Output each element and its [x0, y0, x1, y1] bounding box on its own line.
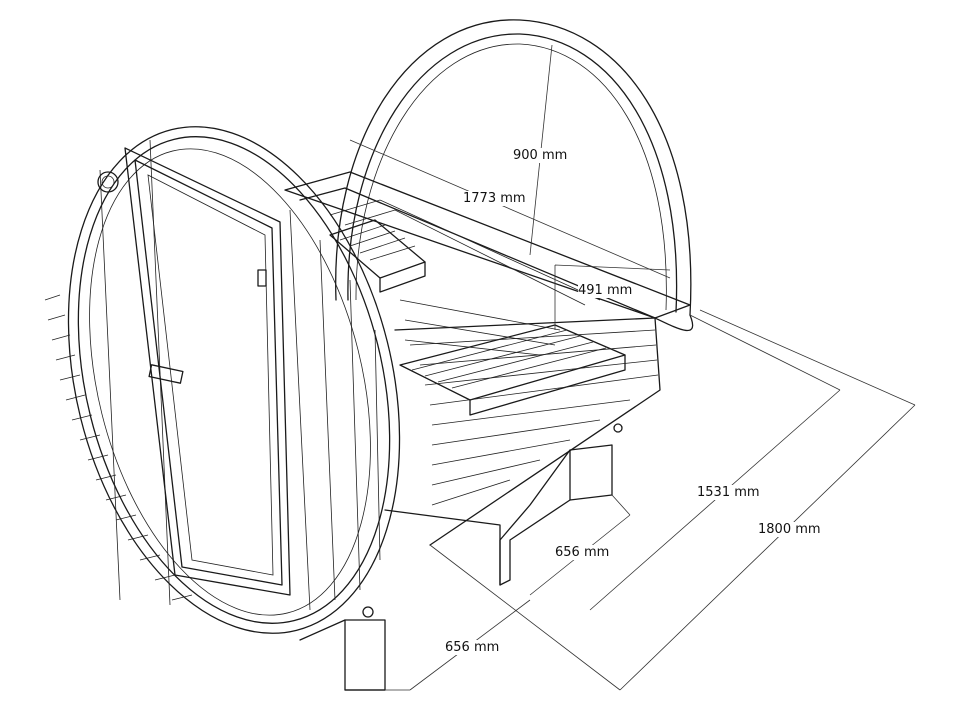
rear-arch	[335, 19, 692, 316]
dim-label-1531: 1531 mm	[697, 485, 760, 500]
dim-label-1800: 1800 mm	[758, 522, 821, 537]
sauna-body	[284, 171, 694, 546]
dim-label-656-front: 656 mm	[445, 640, 500, 655]
dim-label-491: 491 mm	[578, 283, 633, 298]
dimension-lines	[349, 44, 916, 691]
dim-label-1773: 1773 mm	[463, 191, 526, 206]
dim-label-656-rear: 656 mm	[555, 545, 610, 560]
front-ring	[44, 126, 401, 634]
dim-label-900: 900 mm	[513, 148, 568, 163]
sauna-legs	[299, 423, 623, 691]
door	[124, 147, 291, 596]
